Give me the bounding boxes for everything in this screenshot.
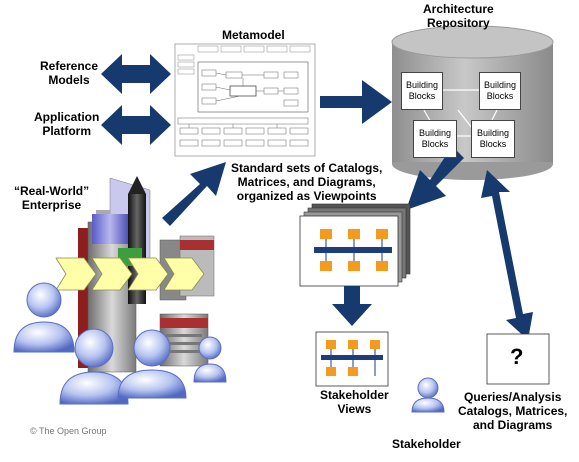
application-platform-label: Application Platform xyxy=(34,110,100,138)
standard-sets-label: Standard sets of Catalogs, Matrices, and… xyxy=(231,161,383,203)
person-icon xyxy=(59,328,129,405)
building-block: Building Blocks xyxy=(471,120,515,158)
queries-symbol: ? xyxy=(510,344,524,369)
viewpoint-stack xyxy=(299,203,411,287)
person-icon xyxy=(193,336,227,383)
stakeholder-views-label: Stakeholder Views xyxy=(320,388,389,416)
building-block: Building Blocks xyxy=(479,72,521,110)
repository-title-line1: Architecture xyxy=(423,2,494,16)
application-platform-double-arrow xyxy=(101,105,171,145)
repository-title-line2: Repository xyxy=(427,16,490,30)
reference-models-double-arrow xyxy=(101,54,171,94)
building-block: Building Blocks xyxy=(413,120,457,158)
reference-models-label: Reference Models xyxy=(40,59,99,87)
enterprise-to-metamodel-arrow xyxy=(162,162,226,226)
queries-label: Queries/Analysis Catalogs, Matrices, and… xyxy=(458,390,568,432)
building-block: Building Blocks xyxy=(401,72,443,110)
viewpoints-to-views-arrow xyxy=(332,286,372,326)
queries-box xyxy=(486,333,550,385)
person-icon xyxy=(13,282,75,353)
metamodel-to-repository-arrow xyxy=(320,80,392,124)
metamodel-title: Metamodel xyxy=(222,28,285,42)
stakeholder-label: Stakeholder xyxy=(392,437,461,451)
repository-queries-double-arrow xyxy=(481,170,533,340)
process-chevrons xyxy=(55,257,205,291)
repository-to-viewpoints-arrow xyxy=(406,146,464,210)
repository-title: Architecture Repository xyxy=(423,2,494,30)
stakeholder-views-card xyxy=(315,331,389,387)
person-icon xyxy=(117,329,187,399)
metamodel-diagram xyxy=(174,43,316,157)
copyright-notice: © The Open Group xyxy=(30,426,107,436)
stakeholder-person-icon xyxy=(411,377,445,413)
enterprise-label: “Real-World” Enterprise xyxy=(14,184,90,212)
